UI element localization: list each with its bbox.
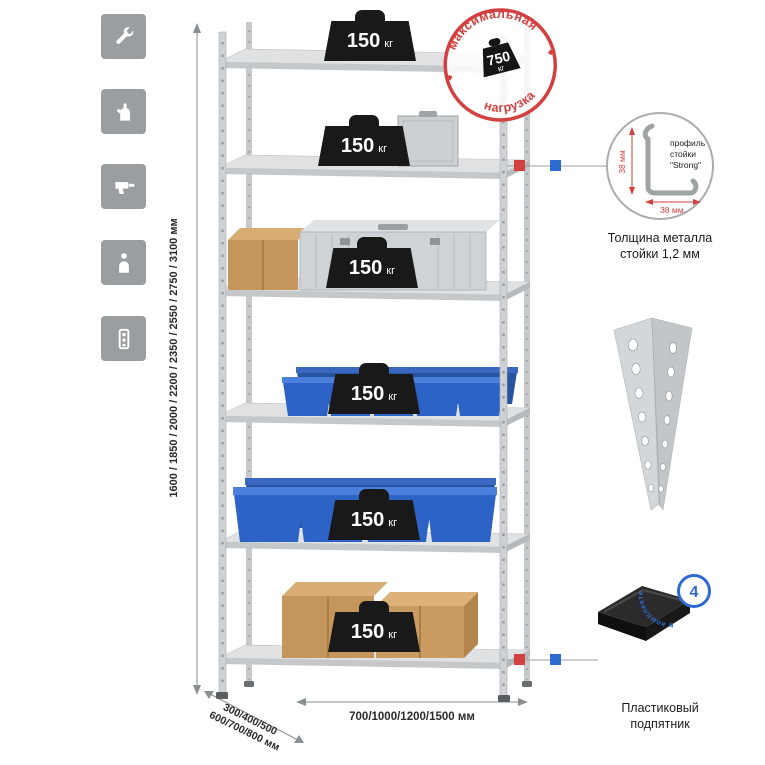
- level-icon: [101, 316, 146, 361]
- plastic-foot-image: [598, 586, 690, 641]
- profile-label-line3: "Strong": [670, 160, 701, 170]
- drill-icon: [101, 164, 146, 209]
- foot-caption-line1: Пластиковый: [621, 701, 699, 715]
- load-unit: кг: [384, 38, 394, 50]
- load-value: 150: [340, 135, 375, 157]
- foot-caption: Пластиковый подпятник: [621, 700, 698, 733]
- load-unit: кг: [386, 265, 396, 277]
- weight-handle: [355, 10, 385, 23]
- connector-red-marker: [514, 654, 525, 665]
- stamp-unit: кг: [497, 63, 505, 73]
- weight-handle: [349, 115, 379, 128]
- load-value: 150: [350, 383, 385, 405]
- width-dimension-label: 700/1000/1200/1500 мм: [349, 711, 475, 723]
- depth-dimension-line: [204, 691, 304, 743]
- foot-caption-line2: подпятник: [630, 717, 690, 732]
- person-icon: [101, 240, 146, 285]
- profile-caption-line2: стойки 1,2 мм: [620, 247, 700, 262]
- width-dimension-line: [296, 698, 528, 706]
- load-unit: кг: [388, 629, 398, 641]
- weight-handle: [359, 489, 389, 502]
- svg-text:в комплекте: в комплекте: [636, 590, 674, 630]
- load-value: 150: [348, 257, 383, 279]
- profile-dim-h-label: 38 мм.: [660, 205, 686, 215]
- foot-badge-value: 4: [690, 584, 699, 601]
- load-unit: кг: [378, 143, 388, 155]
- profile-label-line2: стойки: [670, 149, 696, 159]
- stamp-value: 750: [485, 48, 512, 69]
- load-unit: кг: [388, 517, 398, 529]
- profile-dim-vertical: [629, 127, 635, 195]
- load-value: 150: [350, 509, 385, 531]
- profile-caption-line1: Толщина металла: [607, 231, 713, 245]
- weight-handle: [359, 601, 389, 614]
- load-value: 150: [350, 621, 385, 643]
- foot-count-badge: 4 в комплекте: [636, 574, 711, 630]
- connector-blue-marker: [550, 654, 561, 665]
- connector-bottom: [507, 654, 598, 665]
- profile-cross-section: [642, 123, 699, 196]
- height-dimension-label: 1600 / 1850 / 2000 / 2200 / 2350 / 2550 …: [168, 218, 180, 498]
- load-unit: кг: [388, 391, 398, 403]
- profile-label-line1: профиль: [670, 138, 706, 148]
- weight-handle: [357, 237, 387, 250]
- profile-detail-circle: 38 мм 38 мм. профиль стойки "Strong": [606, 112, 714, 220]
- wrench-icon: [101, 14, 146, 59]
- rack-rear-posts: [246, 22, 530, 684]
- foot-badge-arc-text: в комплекте: [636, 590, 673, 630]
- stamp-weight-icon: [482, 38, 521, 78]
- profile-caption: Толщина металла стойки 1,2 мм: [608, 230, 712, 263]
- connector-blue-marker: [550, 160, 561, 171]
- connector-red-marker: [514, 160, 525, 171]
- connector-top: [507, 160, 607, 171]
- height-dimension-line: [193, 23, 201, 695]
- profile-dim-v-label: 38 мм: [617, 150, 627, 174]
- load-value: 150: [346, 30, 381, 52]
- profile-dim-horizontal: [645, 199, 701, 205]
- cardboard-box-small: [228, 228, 310, 290]
- weight-handle: [359, 363, 389, 376]
- gloves-icon: [101, 89, 146, 134]
- post-profile-image: [613, 317, 693, 511]
